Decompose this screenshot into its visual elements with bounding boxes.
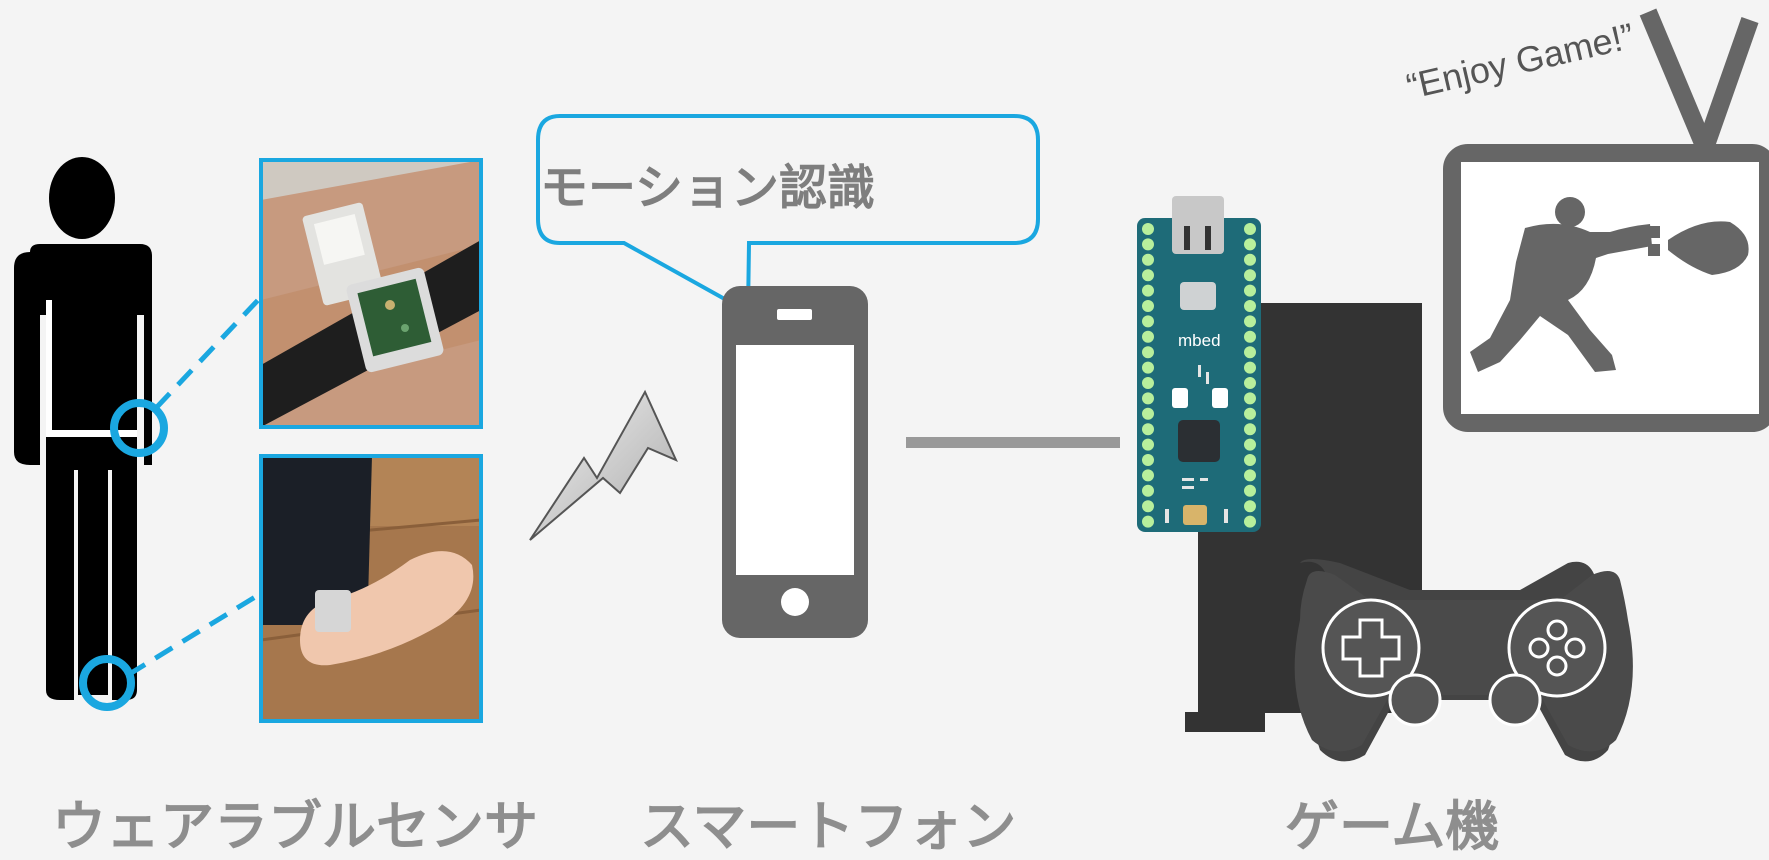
board-pin [1244,346,1256,359]
bubble-text: モーション認識 [540,160,876,216]
ankle-sensor-photo [259,454,483,723]
human-figure-icon [14,157,152,700]
board-pin [1142,315,1154,328]
wired-connection-line [906,437,1120,448]
pin-row-left [1142,223,1154,528]
board-pin [1142,223,1154,235]
mbed-board-icon [1137,196,1261,532]
board-pin [1142,392,1154,405]
game-console-label: ゲーム機 [1285,795,1500,858]
speech-bubble [536,114,1040,316]
board-pin [1244,238,1256,251]
board-pin [1244,484,1256,497]
board-pin [1142,361,1154,374]
game-controller-icon [1294,559,1633,762]
board-pin [1142,269,1154,282]
board-pin [1244,284,1256,297]
board-pin [1142,423,1154,436]
board-pin [1244,407,1256,420]
board-pin [1244,515,1256,528]
board-pin [1142,500,1154,513]
tv-icon [1443,8,1769,432]
board-pin [1142,346,1154,359]
board-pin [1142,300,1154,312]
pin-row-right [1244,223,1256,528]
mbed-label: mbed [1178,331,1221,350]
board-pin [1244,423,1256,436]
smartphone-icon [722,286,868,638]
ankle-connector-line [126,591,262,678]
board-pin [1244,500,1256,513]
board-pin [1142,377,1154,389]
fighter-silhouette-icon [1470,197,1749,372]
board-pin [1142,515,1154,528]
board-pin [1244,315,1256,328]
board-pin [1142,469,1154,482]
board-pin [1142,407,1154,420]
wearable-sensor-label: ウェアラブルセンサ [52,795,538,858]
board-pin [1244,269,1256,282]
wrist-marker [110,399,168,457]
board-pin [1244,223,1256,235]
board-pin [1244,253,1256,266]
board-pin [1142,238,1154,251]
board-pin [1142,454,1154,466]
board-pin [1142,484,1154,497]
board-pin [1244,469,1256,482]
board-pin [1244,300,1256,312]
board-pin [1244,438,1256,451]
board-pin [1244,361,1256,374]
board-pin [1244,392,1256,405]
wrist-sensor-photo [259,158,483,429]
wireless-signal-icon [529,389,678,541]
board-pin [1244,330,1256,343]
board-pin [1244,377,1256,389]
board-pin [1142,253,1154,266]
board-pin [1142,438,1154,451]
board-pin [1142,330,1154,343]
wrist-connector-line [154,296,262,410]
smartphone-label: スマートフォン [640,795,1017,858]
board-pin [1142,284,1154,297]
ankle-marker [79,655,135,711]
board-pin [1244,454,1256,466]
